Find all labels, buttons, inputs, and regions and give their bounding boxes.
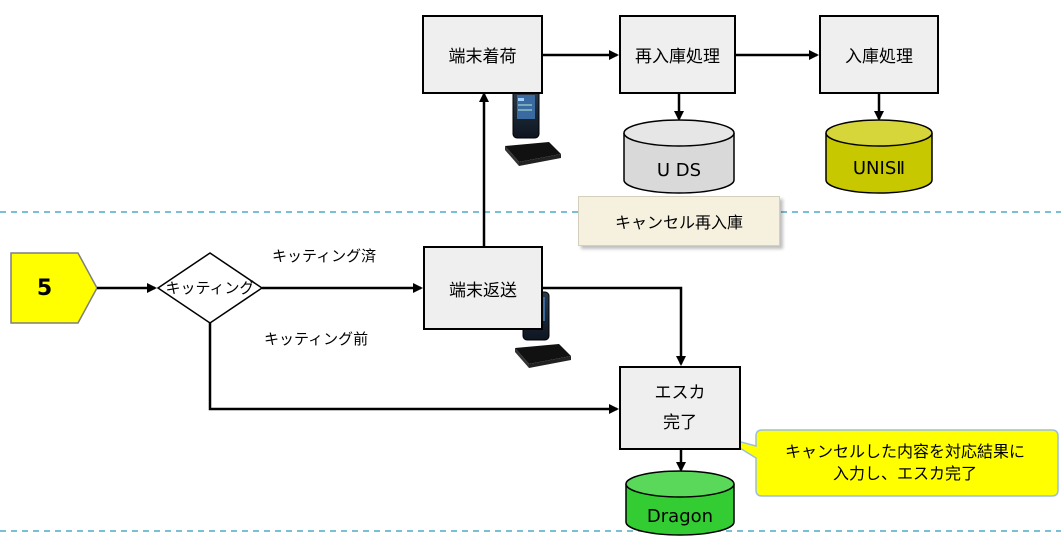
stock-process-label: 入庫処理: [845, 47, 913, 67]
kitted-label: キッティング済: [272, 247, 377, 265]
esca-complete-label-line1: エスカ: [654, 383, 706, 403]
callout-line2: 入力し、エスカ完了: [832, 464, 977, 483]
callout-bubble: [721, 429, 1059, 497]
stock-process-box: 入庫処理: [819, 15, 939, 94]
terminal-arrival-box: 端末着荷: [422, 15, 543, 94]
esca-complete-box: エスカ 完了: [619, 366, 741, 450]
handheld-terminal-icon: [505, 89, 561, 166]
db-dragon-cylinder: [625, 470, 735, 536]
db-uds-label: U DS: [656, 159, 702, 181]
decision-label: キッティング: [165, 279, 255, 297]
arrow-return-to-esca: [543, 286, 686, 366]
db-dragon-label: Dragon: [646, 505, 714, 527]
arrow-decision-to-esca: [208, 323, 619, 414]
cancel-restock-tag: キャンセル再入庫: [578, 196, 780, 246]
db-uds-cylinder: [623, 119, 735, 194]
restock-process-label: 再入庫処理: [635, 47, 720, 67]
terminal-arrival-label: 端末着荷: [448, 47, 517, 67]
db-unis-label: UNISⅡ: [852, 157, 906, 179]
esca-complete-label-line2: 完了: [663, 413, 697, 433]
callout-line1: キャンセルした内容を対応結果に: [784, 442, 1025, 461]
terminal-return-box: 端末返送: [423, 246, 543, 330]
before-kitting-label: キッティング前: [264, 330, 369, 348]
restock-process-box: 再入庫処理: [619, 15, 736, 94]
start-marker-shape: [10, 252, 98, 324]
db-unis-cylinder: [825, 119, 933, 194]
start-marker-label: 5: [36, 275, 53, 301]
cancel-restock-label: キャンセル再入庫: [614, 213, 743, 232]
callout-text: キャンセルした内容を対応結果に 入力し、エスカ完了: [752, 430, 1058, 496]
terminal-return-label: 端末返送: [449, 280, 517, 301]
